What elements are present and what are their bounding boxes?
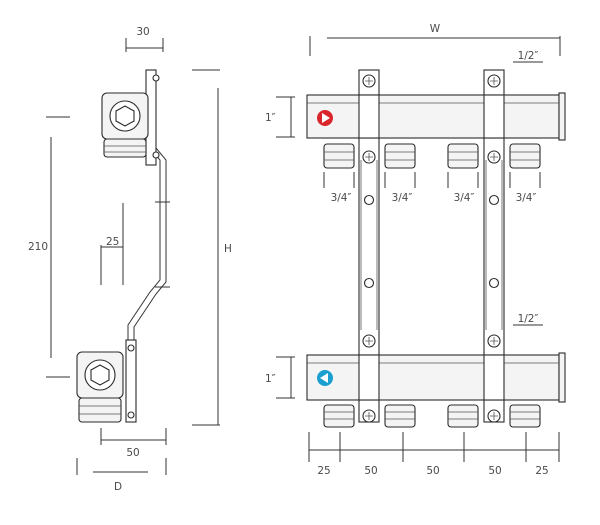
- outlet-size-3: 3/4″: [454, 192, 475, 204]
- top-outlet-fitting: [103, 138, 147, 158]
- screw-icon: [152, 151, 160, 159]
- screw-icon: [127, 344, 135, 352]
- screw-icon: [152, 74, 160, 82]
- dim-depth-symbol: D: [114, 481, 122, 493]
- spacing-3: 50: [426, 465, 439, 477]
- top-outlets: [323, 143, 541, 169]
- dim-line: [308, 432, 560, 462]
- hex-nut-icon: [90, 364, 110, 386]
- mount-hole: [488, 277, 500, 289]
- bracket-screws: [362, 74, 501, 423]
- outlet-fitting: [323, 404, 355, 428]
- dim-bottom-depth: 50: [126, 447, 139, 459]
- spacing-4: 50: [488, 465, 501, 477]
- dim-top-depth: 30: [136, 26, 149, 38]
- flow-arrow-glyph: [320, 373, 328, 383]
- dim-width-symbol: W: [430, 23, 441, 35]
- spacing-2: 50: [364, 465, 377, 477]
- mount-hole: [488, 194, 500, 206]
- outlet-fitting: [447, 143, 479, 169]
- spacing-1: 25: [317, 465, 330, 477]
- outlet-fitting: [509, 404, 541, 428]
- supply-thread-bottom: 1/2″: [518, 313, 539, 325]
- outlet-size-1: 3/4″: [331, 192, 352, 204]
- outlet-fitting: [384, 404, 416, 428]
- outlet-fitting: [323, 143, 355, 169]
- dim-line: [323, 172, 541, 188]
- dim-total-height: 210: [28, 241, 48, 253]
- top-header-bar: [306, 94, 560, 139]
- top-header-endcap: [558, 92, 566, 141]
- bottom-header-endcap: [558, 352, 566, 403]
- outlet-size-2: 3/4″: [392, 192, 413, 204]
- front-view: W 1/2″ 1″: [265, 23, 566, 477]
- bottom-outlets: [323, 404, 541, 428]
- side-view: 30 210 25 H: [28, 26, 232, 493]
- mount-hole: [363, 277, 375, 289]
- hex-nut-icon: [115, 105, 135, 127]
- header-size-top: 1″: [265, 112, 276, 124]
- bottom-outlet-fitting: [78, 397, 122, 423]
- mount-hole: [363, 194, 375, 206]
- flow-arrow-glyph: [322, 113, 330, 123]
- header-size-bottom: 1″: [265, 373, 276, 385]
- outlet-fitting: [447, 404, 479, 428]
- bottom-header-bar: [306, 354, 560, 401]
- screw-icon: [127, 411, 135, 419]
- dim-bracket-offset: 25: [106, 236, 119, 248]
- outlet-size-4: 3/4″: [516, 192, 537, 204]
- outlet-fitting: [509, 143, 541, 169]
- supply-thread-top: 1/2″: [518, 50, 539, 62]
- spacing-5: 25: [535, 465, 548, 477]
- bracket-bottom-plate: [125, 339, 137, 423]
- outlet-fitting: [384, 143, 416, 169]
- dim-height-symbol: H: [224, 243, 232, 255]
